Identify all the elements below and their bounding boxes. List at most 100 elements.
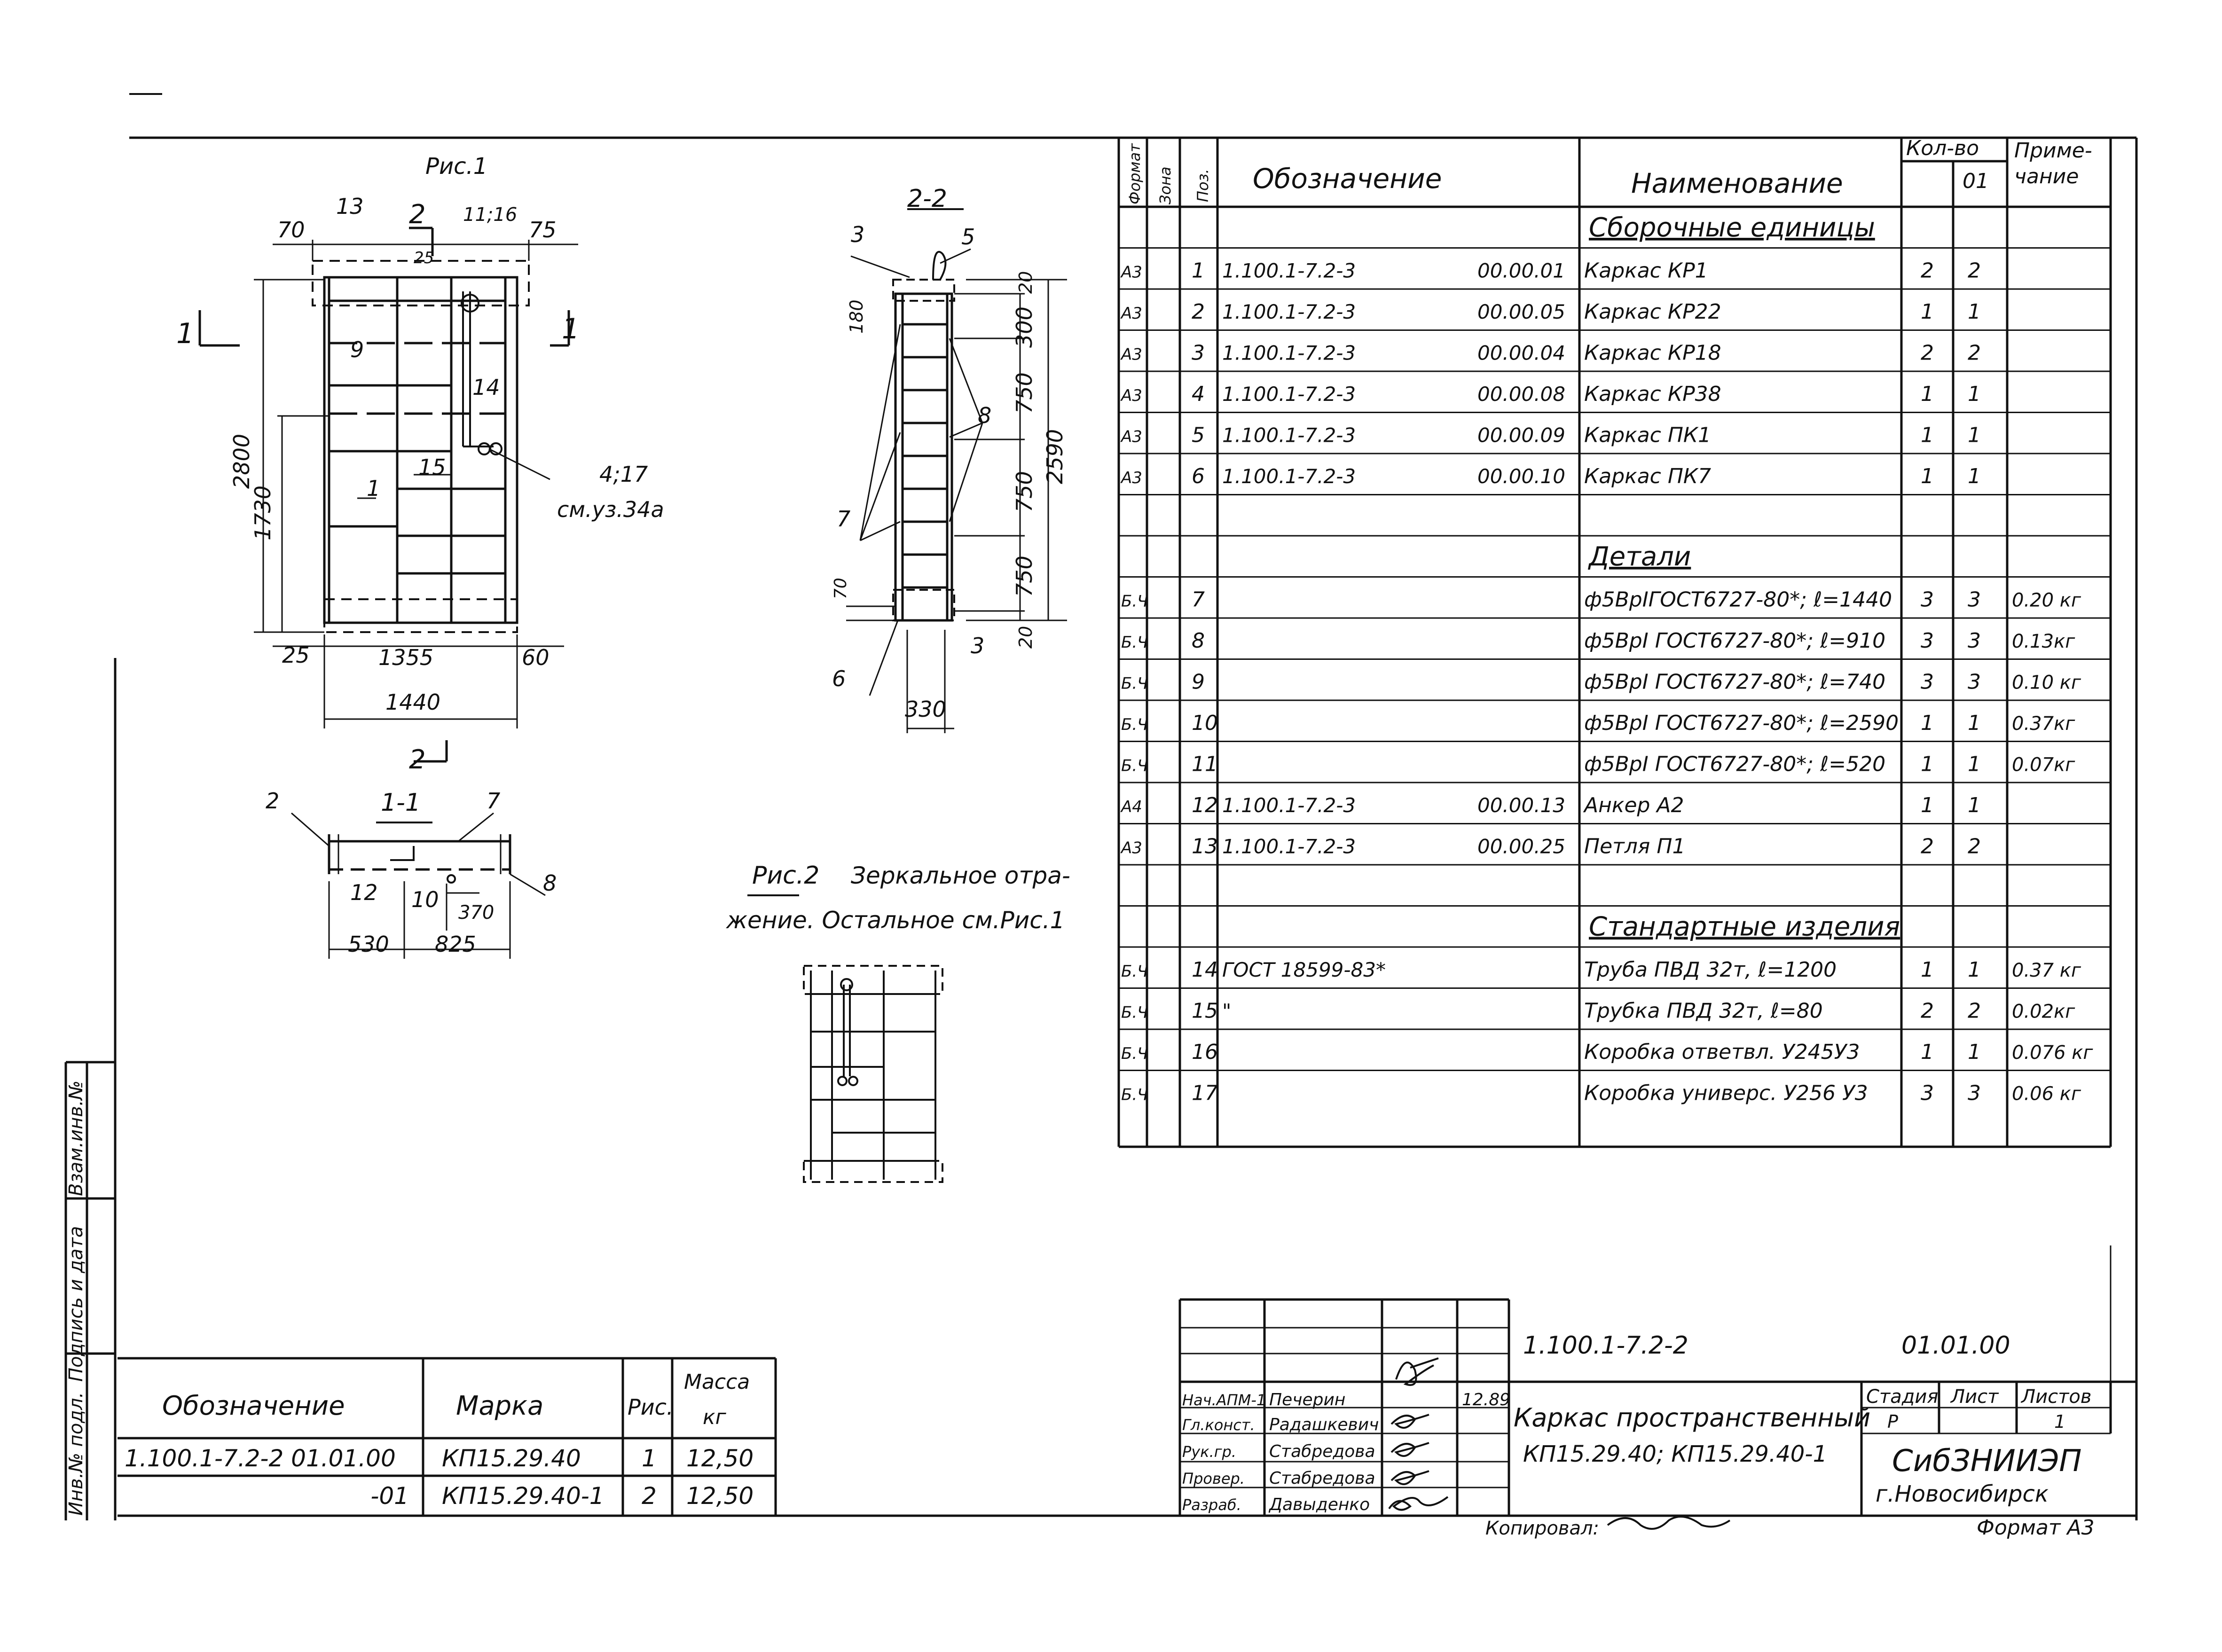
hdr-name: Наименование [1631, 167, 1843, 199]
spec-designation-cell: 1.100.1-7.2-3 [1222, 342, 1356, 365]
spec-code-cell: 00.00.08 [1477, 383, 1565, 406]
spec-name-cell: ф5ВрIГОСТ6727-80*; ℓ=1440 [1584, 588, 1892, 612]
spec-name-cell: Каркас КР18 [1584, 341, 1721, 365]
spec-designation-cell: 1.100.1-7.2-3 [1222, 424, 1356, 447]
spec-name-cell: Каркас ПК1 [1584, 423, 1711, 447]
spec-name-cell: ф5ВрI ГОСТ6727-80*; ℓ=740 [1584, 670, 1885, 694]
spec-format-cell: А3 [1120, 386, 1142, 405]
spec-note-cell: 0.37кг [2012, 713, 2075, 735]
spec-qty01-cell: 2 [1968, 259, 1981, 283]
stamp-code: 1.100.1-7.2-2 [1523, 1331, 1688, 1360]
label-8: 8 [978, 403, 991, 428]
spec-qty-cell: 1 [1921, 464, 1934, 488]
spec-note-cell: 0.07кг [2012, 754, 2075, 776]
dim-2590: 2590 [1042, 429, 1068, 484]
spec-qty01-cell: 3 [1968, 588, 1981, 612]
label-13: 13 [336, 194, 364, 219]
spec-qty01-cell: 2 [1968, 999, 1981, 1023]
marks-row1-fig: 1 [642, 1445, 657, 1472]
stamp-title-1: Каркас пространственный [1514, 1403, 1870, 1433]
spec-designation-cell: 1.100.1-7.2-3 [1222, 259, 1356, 282]
hdr-format: Формат [1126, 143, 1144, 204]
label-10: 10 [411, 887, 439, 912]
spec-format-cell: Б.Ч [1121, 962, 1148, 981]
stamp-sheets: 1 [2054, 1411, 2065, 1432]
spec-format-cell: А3 [1120, 304, 1142, 323]
marks-texts: Обозначение Марка Рис. Масса кг 1.100.1-… [125, 1370, 754, 1510]
label-5: 5 [961, 224, 975, 250]
spec-pos-cell: 5 [1192, 423, 1205, 447]
stamp-role-5: Разраб. [1182, 1496, 1241, 1514]
spec-designation-cell: 1.100.1-7.2-3 [1222, 465, 1356, 488]
spec-code-cell: 00.00.10 [1477, 465, 1565, 488]
stamp-date: 12.89 [1462, 1390, 1510, 1409]
dim-2800: 2800 [229, 434, 254, 489]
footer-texts: Копировал: Формат А3 [1485, 1516, 2095, 1540]
spec-designation-cell: 1.100.1-7.2-3 [1222, 794, 1356, 817]
spec-header: Формат Зона Поз. Обозначение Наименовани… [1126, 136, 2092, 204]
stamp-role-3: Рук.гр. [1182, 1443, 1236, 1461]
stamp-code-2: 01.01.00 [1901, 1331, 2010, 1360]
stamp-sheets-h: Листов [2020, 1386, 2091, 1408]
spec-qty-cell: 3 [1921, 588, 1934, 612]
spec-qty-cell: 3 [1921, 1081, 1934, 1105]
cut-2-top: 2 [409, 199, 426, 230]
dim-750-c: 750 [1012, 556, 1037, 597]
spec-note-cell: 0.37 кг [2012, 960, 2081, 981]
spec-pos-cell: 14 [1192, 958, 1218, 982]
spec-qty-cell: 1 [1921, 382, 1934, 406]
spec-name-cell: Трубка ПВД 32т, ℓ=80 [1584, 999, 1823, 1023]
dim-75: 75 [529, 217, 557, 243]
label-6: 6 [832, 666, 846, 691]
stamp-grid [1178, 1245, 2136, 1516]
stamp-name-2: Радашкевич [1269, 1415, 1379, 1434]
spec-format-cell: А4 [1120, 798, 1142, 816]
spec-designation-cell: ГОСТ 18599-83* [1222, 958, 1386, 981]
spec-section-title: Стандартные изделия [1589, 912, 1900, 942]
spec-qty-cell: 2 [1921, 341, 1934, 365]
spec-format-cell: Б.Ч [1121, 592, 1148, 611]
dim-530: 530 [348, 932, 389, 957]
spec-qty01-cell: 3 [1968, 629, 1981, 653]
label-1: 1 [367, 476, 380, 501]
label-11-16: 11;16 [463, 204, 517, 226]
spec-pos-cell: 6 [1192, 464, 1205, 488]
spec-qty-cell: 1 [1921, 300, 1934, 324]
dim-1440: 1440 [385, 689, 440, 715]
cut-2-bottom: 2 [409, 744, 426, 775]
label-3-top: 3 [851, 222, 864, 247]
dim-750-b: 750 [1012, 471, 1037, 512]
spec-note-cell: 0.13кг [2012, 631, 2075, 652]
spec-name-cell: ф5ВрI ГОСТ6727-80*; ℓ=2590 [1584, 711, 1899, 735]
label-15: 15 [418, 454, 446, 480]
stamp-stage: Р [1887, 1411, 1898, 1432]
side-texts: Инв.№ подл. Подпись и дата Взам.инв.№ [65, 1080, 87, 1516]
spec-qty01-cell: 3 [1968, 670, 1981, 694]
spec-note-cell: 0.076 кг [2012, 1042, 2093, 1064]
spec-qty-cell: 3 [1921, 670, 1934, 694]
stamp-texts: 1.100.1-7.2-2 01.01.00 Каркас пространст… [1182, 1331, 2091, 1514]
spec-pos-cell: 7 [1192, 588, 1205, 612]
spec-qty-cell: 2 [1921, 835, 1934, 859]
spec-qty-cell: 2 [1921, 999, 1934, 1023]
stamp-role-4: Провер. [1182, 1470, 1245, 1488]
footer-copied: Копировал: [1485, 1518, 1599, 1539]
dim-70: 70 [277, 217, 305, 243]
spec-format-cell: А3 [1120, 839, 1142, 858]
fig11-texts: 1-1 2 7 12 10 370 8 530 825 [266, 788, 557, 957]
fig22-drawing [846, 208, 1067, 733]
dim-20-bottom: 20 [1015, 626, 1036, 649]
spec-format-cell: Б.Ч [1121, 1044, 1148, 1063]
label-4-17: 4;17 [599, 462, 648, 487]
label-2-s: 2 [266, 788, 279, 814]
spec-name-cell: Каркас КР1 [1584, 259, 1708, 283]
spec-name-cell: Каркас ПК7 [1584, 464, 1711, 488]
fig1-texts: Рис.1 70 13 2 11;16 75 25 1 1 9 14 15 1 … [176, 153, 664, 775]
marks-row2-designation: -01 [370, 1482, 409, 1510]
spec-format-cell: Б.Ч [1121, 633, 1148, 652]
marks-row2-mass: 12,50 [686, 1482, 754, 1510]
hdr-note-2: чание [2014, 164, 2079, 188]
spec-qty01-cell: 1 [1968, 423, 1981, 447]
